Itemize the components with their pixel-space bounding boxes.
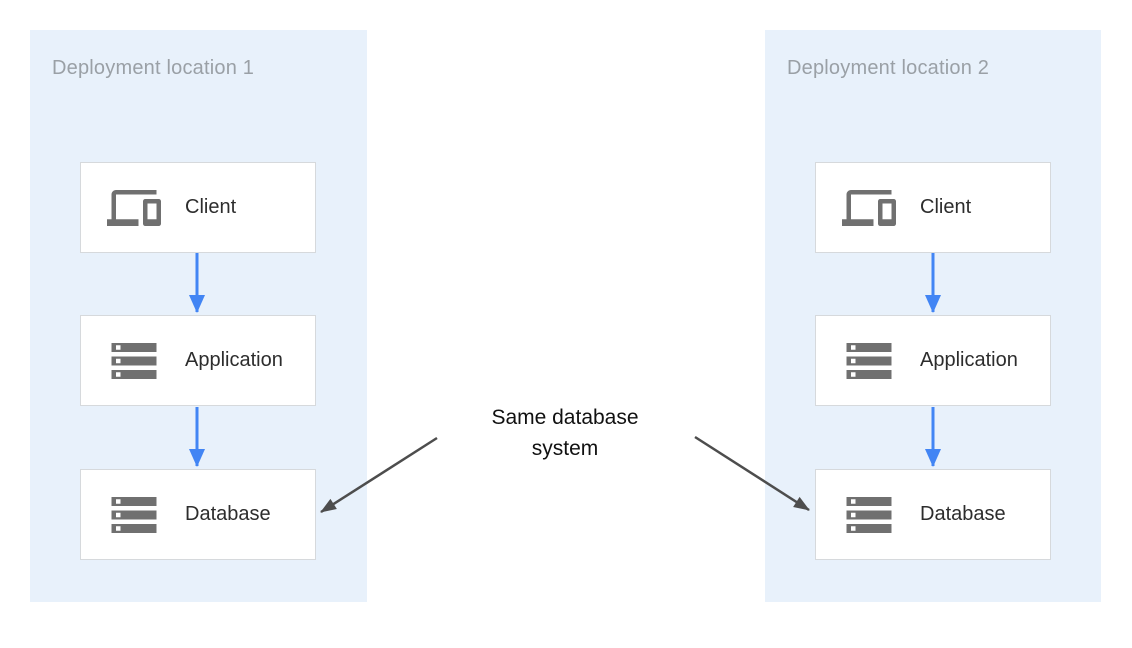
node-client: Client bbox=[80, 162, 316, 253]
node-database: Database bbox=[80, 469, 316, 560]
deployment-panel-1: Deployment location 1 Client Application… bbox=[30, 30, 367, 602]
node-label: Database bbox=[185, 503, 271, 525]
node-client: Client bbox=[815, 162, 1051, 253]
node-label: Client bbox=[185, 196, 237, 218]
node-label: Application bbox=[185, 349, 283, 371]
node-label: Client bbox=[920, 196, 972, 218]
storage-icon bbox=[107, 488, 161, 542]
storage-icon bbox=[842, 488, 896, 542]
panel-title: Deployment location 1 bbox=[52, 57, 255, 79]
panel-title: Deployment location 2 bbox=[787, 57, 990, 79]
deployment-panel-2: Deployment location 2 Client Application… bbox=[765, 30, 1101, 602]
node-application: Application bbox=[80, 315, 316, 406]
node-label: Application bbox=[920, 349, 1018, 371]
devices-icon bbox=[107, 181, 161, 235]
node-database: Database bbox=[815, 469, 1051, 560]
node-label: Database bbox=[920, 503, 1006, 525]
devices-icon bbox=[842, 181, 896, 235]
storage-icon bbox=[842, 334, 896, 388]
node-application: Application bbox=[815, 315, 1051, 406]
storage-icon bbox=[107, 334, 161, 388]
annotation-text: Same database system bbox=[491, 406, 639, 460]
